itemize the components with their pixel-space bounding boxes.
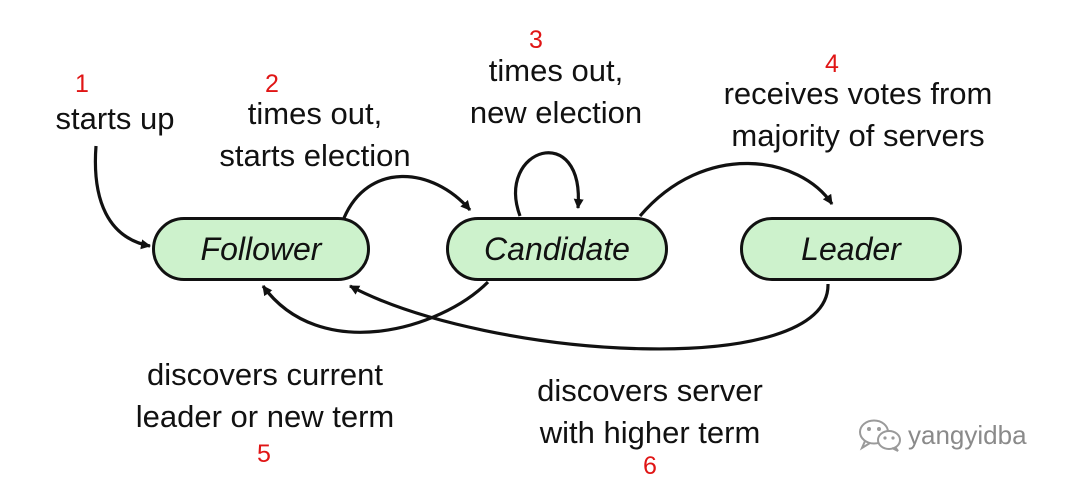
arrow-candidate-to-follower <box>261 280 490 334</box>
transition-number-2: 2 <box>265 70 279 98</box>
transition-number-5: 5 <box>257 440 271 468</box>
wechat-icon <box>859 419 901 452</box>
transition-label-5-line1: discovers current <box>146 357 384 392</box>
transition-label-2-line2: starts election <box>219 138 411 173</box>
transition-label-1: starts up <box>40 98 190 140</box>
transition-label-3-line2: new election <box>469 95 643 130</box>
transition-label-1-line1: starts up <box>55 101 175 136</box>
arrow-starts-up <box>93 145 151 250</box>
transition-label-4: receives votes from majority of servers <box>688 73 1028 157</box>
transition-label-5: discovers current leader or new term <box>110 354 420 438</box>
transition-label-2: times out, starts election <box>195 93 435 177</box>
transition-number-4: 4 <box>825 50 839 78</box>
transition-number-3: 3 <box>529 26 543 54</box>
transition-label-2-line1: times out, <box>247 96 383 131</box>
transition-number-1: 1 <box>75 70 89 98</box>
arrow-candidate-to-leader <box>638 161 834 218</box>
arrow-candidate-self-loop <box>514 151 584 217</box>
watermark: yangyidba <box>858 418 1027 452</box>
watermark-text: yangyidba <box>908 419 1027 450</box>
transition-label-5-line2: leader or new term <box>135 399 395 434</box>
transition-number-6: 6 <box>643 452 657 480</box>
transition-label-6-line2: with higher term <box>539 415 761 450</box>
arrow-leader-to-follower <box>349 283 830 351</box>
transition-label-3: times out, new election <box>441 50 671 134</box>
transition-label-6: discovers server with higher term <box>500 370 800 454</box>
state-follower: Follower <box>152 217 370 281</box>
transition-label-4-line1: receives votes from <box>723 76 993 111</box>
transition-label-3-line1: times out, <box>488 53 624 88</box>
state-leader: Leader <box>740 217 962 281</box>
state-candidate: Candidate <box>446 217 668 281</box>
arrow-follower-to-candidate <box>342 174 472 219</box>
transition-label-4-line2: majority of servers <box>731 118 985 153</box>
transition-label-6-line1: discovers server <box>537 373 763 408</box>
